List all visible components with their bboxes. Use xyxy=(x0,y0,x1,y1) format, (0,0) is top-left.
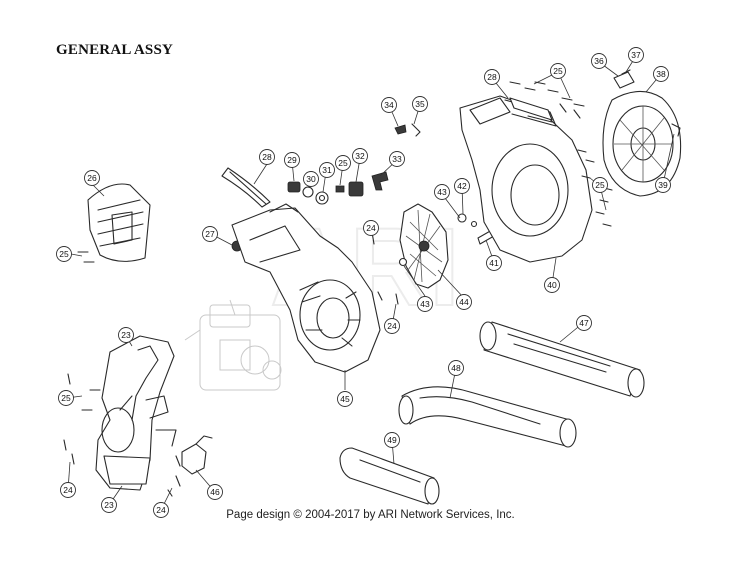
callout-31: 31 xyxy=(322,165,332,175)
callout-23: 23 xyxy=(121,330,131,340)
callout-27: 27 xyxy=(205,229,215,239)
part-28-hose[interactable] xyxy=(221,167,271,208)
callout-24-c: 24 xyxy=(63,485,73,495)
callout-45: 45 xyxy=(340,394,350,404)
callout-32: 32 xyxy=(355,151,365,161)
part-45-fan-housing[interactable] xyxy=(231,203,381,373)
callout-41: 41 xyxy=(489,258,499,268)
part-48-curved-tube[interactable] xyxy=(398,386,577,448)
carb-small-parts[interactable] xyxy=(287,123,421,205)
callout-24-b: 24 xyxy=(387,321,397,331)
callout-28-b: 28 xyxy=(487,72,497,82)
callout-25-a: 25 xyxy=(59,249,69,259)
callout-38: 38 xyxy=(656,69,666,79)
callout-46: 46 xyxy=(210,487,220,497)
engine-ghost xyxy=(184,299,282,391)
part-28-bracket[interactable] xyxy=(509,97,553,121)
part-49-nozzle[interactable] xyxy=(339,447,440,505)
page-title: GENERAL ASSY xyxy=(56,42,174,58)
part-40-volute[interactable] xyxy=(459,95,593,263)
callout-43-b: 43 xyxy=(437,187,447,197)
callout-47: 47 xyxy=(579,318,589,328)
callout-23-b: 23 xyxy=(104,500,114,510)
callout-34: 34 xyxy=(384,100,394,110)
callout-42: 42 xyxy=(457,181,467,191)
callout-48: 48 xyxy=(451,363,461,373)
callout-25-b: 25 xyxy=(338,158,348,168)
part-44-impeller[interactable] xyxy=(398,203,449,289)
footer-text: Page design © 2004-2017 by ARI Network S… xyxy=(226,509,515,521)
callout-40: 40 xyxy=(547,280,557,290)
callout-37: 37 xyxy=(631,50,641,60)
callout-44: 44 xyxy=(459,297,469,307)
callout-24-a: 24 xyxy=(366,223,376,233)
parts-36-37-bracket[interactable] xyxy=(613,69,635,89)
callout-35: 35 xyxy=(415,99,425,109)
part-39-clip[interactable] xyxy=(671,123,681,137)
callout-25-c: 25 xyxy=(553,66,563,76)
callout-36: 36 xyxy=(594,56,604,66)
callout-labels: 26 25 28 29 30 31 25 32 33 34 35 27 24 2… xyxy=(56,47,675,518)
callout-25-e: 25 xyxy=(61,393,71,403)
callout-39: 39 xyxy=(658,180,668,190)
callout-49: 49 xyxy=(387,435,397,445)
callout-29: 29 xyxy=(287,155,297,165)
part-26-shroud[interactable] xyxy=(87,183,151,262)
callout-33: 33 xyxy=(392,154,402,164)
part-23-handle[interactable] xyxy=(95,335,177,491)
callout-43-a: 43 xyxy=(420,299,430,309)
part-47-tube[interactable] xyxy=(479,321,645,398)
screws-left[interactable] xyxy=(63,231,399,497)
callout-30: 30 xyxy=(306,174,316,184)
callout-24-d: 24 xyxy=(156,505,166,515)
callout-26: 26 xyxy=(87,173,97,183)
part-46-throttle[interactable] xyxy=(181,435,213,475)
callout-28-a: 28 xyxy=(262,152,272,162)
callout-25-d: 25 xyxy=(595,180,605,190)
copyright-footer: Page design © 2004-2017 by ARI Network S… xyxy=(0,509,733,521)
